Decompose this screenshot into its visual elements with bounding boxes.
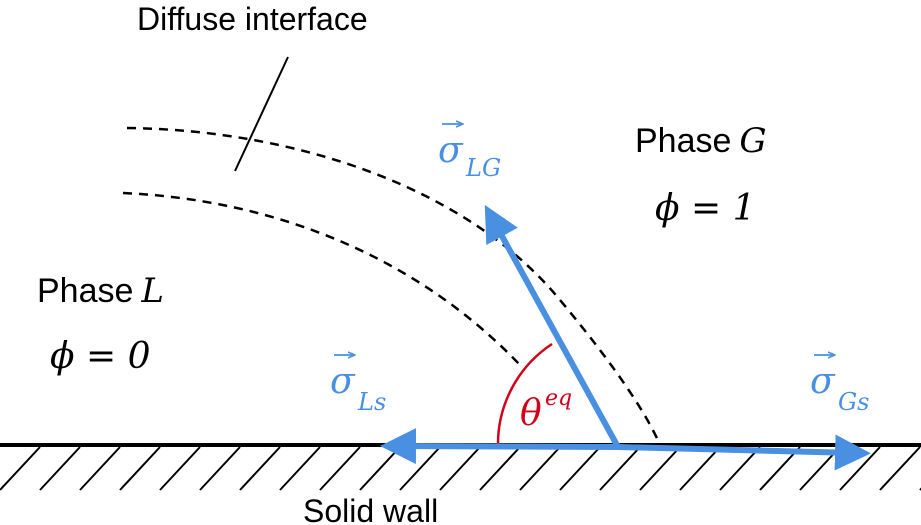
hatch-line: [159, 446, 201, 491]
interface-inner-curve: [122, 191, 521, 366]
hatch-line: [439, 446, 481, 491]
hatch-line: [559, 446, 601, 491]
hatch-line: [319, 446, 361, 491]
phi-g-value: ϕ = 1: [655, 188, 756, 229]
sigma-lg-label: σ LG: [438, 124, 501, 182]
hatch-line: [79, 446, 121, 491]
hatch-line: [479, 446, 521, 491]
sigma-ls-subscript: Ls: [357, 388, 386, 416]
phase-g-word: Phase: [635, 122, 731, 160]
hatch-line: [599, 446, 641, 491]
contact-angle-arc: [496, 342, 553, 446]
sigma-gs-subscript: Gs: [838, 388, 870, 416]
sigma-gs-arrow: [617, 434, 871, 471]
hatch-line: [119, 446, 161, 491]
theta-eq-label: θ eq: [520, 386, 572, 434]
solid-wall-label: Solid wall: [303, 493, 438, 525]
sigma-lg-arrow: [484, 204, 621, 449]
hatch-line: [639, 446, 681, 491]
sigma-gs-label: σ Gs: [810, 355, 870, 416]
hatch-line: [679, 446, 721, 491]
phase-l-word: Phase: [37, 272, 133, 310]
hatch-line: [399, 446, 441, 491]
hatch-line: [519, 446, 561, 491]
sigma-symbol: σ: [438, 130, 464, 171]
sigma-lg-subscript: LG: [465, 154, 501, 182]
hatch-line: [879, 446, 921, 491]
hatch-line: [719, 446, 761, 491]
sigma-symbol: σ: [810, 361, 836, 402]
sigma-ls-arrow: [380, 428, 619, 465]
hatch-line: [0, 446, 41, 491]
hatch-line: [199, 446, 241, 491]
hatch-line: [279, 446, 321, 491]
leader-line: [234, 56, 289, 172]
phi-l-value: ϕ = 0: [50, 336, 151, 377]
hatch-line: [239, 446, 281, 491]
sigma-symbol: σ: [330, 361, 356, 402]
phase-l-symbol: L: [140, 271, 164, 311]
theta-symbol: θ: [520, 393, 542, 434]
hatch-line: [359, 446, 401, 491]
hatch-line: [39, 446, 81, 491]
interface-outer-curve: [126, 126, 662, 446]
sigma-ls-label: σ Ls: [330, 355, 386, 416]
diffuse-interface-label: Diffuse interface: [137, 1, 368, 37]
phase-g-symbol: G: [739, 121, 766, 161]
theta-superscript: eq: [545, 386, 572, 411]
